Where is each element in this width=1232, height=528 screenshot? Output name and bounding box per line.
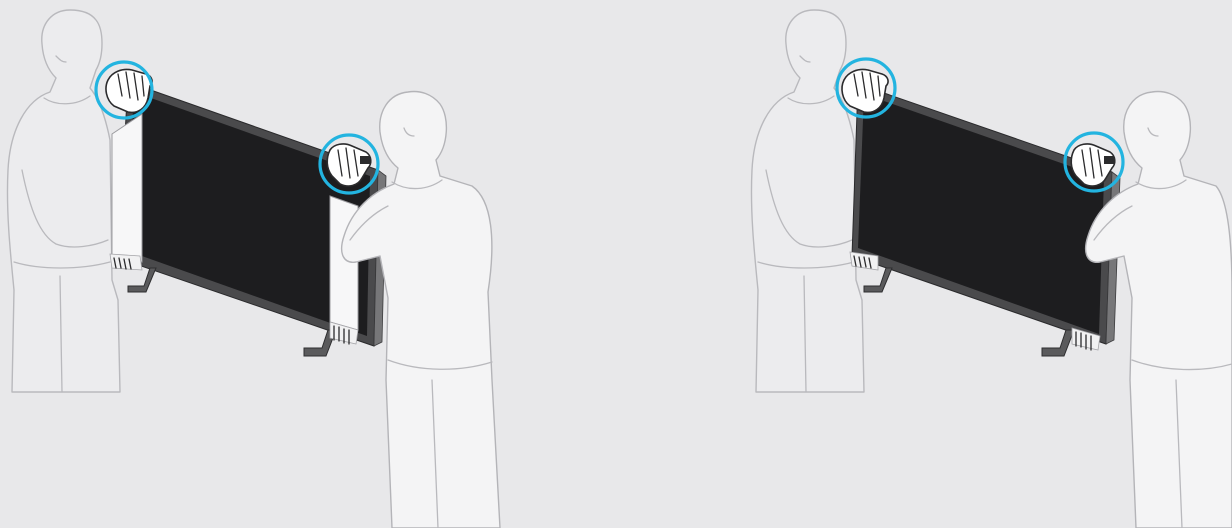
tv-stand-left <box>864 268 892 292</box>
television <box>850 84 1120 356</box>
left-illustration-panel <box>0 0 616 528</box>
person-left-background <box>7 10 120 392</box>
hand-top-left <box>842 69 888 112</box>
tv-stand-left <box>128 268 156 292</box>
tv-stand-right <box>1042 330 1074 356</box>
right-illustration-panel <box>616 0 1232 528</box>
